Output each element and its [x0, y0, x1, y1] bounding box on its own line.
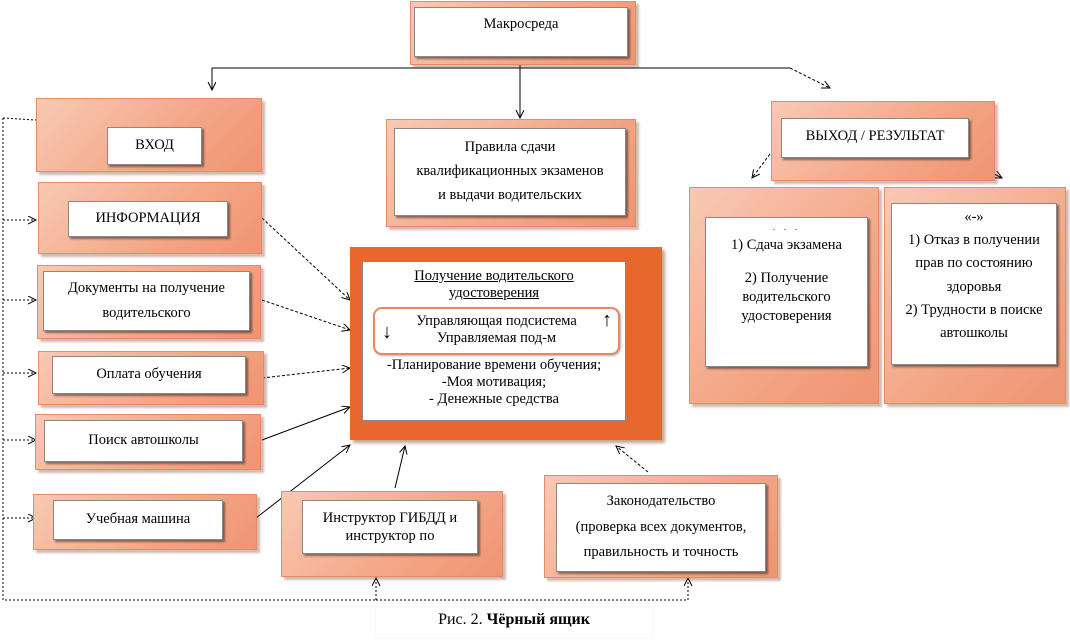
docs-line-2: водительского [102, 305, 191, 321]
center-title-line-1: Получение водительского [414, 268, 574, 284]
docs-line-1: Документы на получение [68, 279, 225, 296]
rules-line-3: и выдачи водительских [438, 186, 582, 203]
arrow-down-icon: ↓ [382, 321, 392, 344]
search-inner: Поиск автошколы [44, 420, 243, 462]
search-label: Поиск автошколы [88, 432, 199, 449]
macro-label: Макросреда [483, 16, 559, 32]
law-line-2: (проверка всех документов, [575, 518, 747, 535]
info-label: ИНФОРМАЦИЯ [95, 210, 201, 227]
info-inner: ИНФОРМАЦИЯ [68, 201, 228, 237]
law-line-3: правильность и точность [583, 544, 739, 561]
input-label: ВХОД [135, 137, 174, 154]
law-line-1: Законодательство [606, 493, 716, 510]
law-inner: Законодательство (проверка всех документ… [556, 483, 766, 572]
negative-item: 1) Отказ в получении [908, 232, 1040, 249]
center-list-item: -Планирование времени обучения; [386, 357, 602, 374]
car-label: Учебная машина [85, 511, 191, 528]
rules-inner: Правила сдачи квалификационных экзаменов… [394, 128, 626, 216]
rules-line-2: квалификационных экзаменов [416, 163, 604, 180]
negative-item: 2) Трудности в поиске [905, 301, 1043, 318]
center-list: -Планирование времени обучения; -Моя мот… [363, 357, 625, 407]
caption-title: Чёрный ящик [486, 611, 590, 628]
negative-item: здоровья [946, 278, 1002, 295]
rules-line-1: Правила сдачи [464, 139, 556, 156]
docs-inner: Документы на получение водительского [43, 271, 250, 331]
center-list-item: - Денежные средства [429, 390, 559, 407]
positive-item: 1) Сдача экзамена [730, 237, 842, 253]
center-title-line-2: удостоверения [448, 284, 540, 301]
figure-caption: Рис. 2. Чёрный ящик [376, 601, 652, 638]
positive-item: водительского [742, 288, 831, 305]
payment-label: Оплата обучения [96, 366, 202, 383]
instructor-inner: Инструктор ГИБДД и инструктор по [302, 500, 478, 554]
positive-item: 2) Получение [744, 269, 829, 286]
positive-inner: . . . 1) Сдача экзамена 2) Получение вод… [705, 217, 868, 367]
caption-prefix: Рис. 2. [438, 611, 487, 628]
negative-item: прав по состоянию [915, 255, 1033, 272]
negative-item: автошколы [940, 324, 1008, 341]
center-inner: Получение водительского удостоверения ↓ … [362, 261, 626, 421]
feedback-bus [2, 118, 376, 601]
positive-item: удостоверения [741, 307, 832, 324]
arrow-to-output [789, 67, 830, 88]
subsystem-box: ↓ ↑ Управляющая подсистема Управляемая п… [373, 307, 620, 356]
instructor-line-1: Инструктор ГИБДД и [322, 509, 458, 526]
output-label: ВЫХОД / РЕЗУЛЬТАТ [805, 128, 945, 144]
input-inner: ВХОД [107, 127, 202, 165]
arrow-up-icon: ↑ [602, 309, 612, 332]
payment-inner: Оплата обучения [52, 356, 246, 394]
subsystem-line-2: Управляемая под-м [436, 330, 557, 347]
instructor-line-2: инструктор по [345, 528, 435, 544]
output-inner: ВЫХОД / РЕЗУЛЬТАТ [781, 118, 969, 158]
center-title: Получение водительского удостоверения [363, 268, 625, 301]
car-inner: Учебная машина [53, 500, 223, 540]
positive-dots: . . . [772, 222, 801, 233]
negative-inner: «-» 1) Отказ в получении прав по состоян… [891, 203, 1057, 365]
center-list-item: -Моя мотивация; [441, 374, 547, 391]
subsystem-line-1: Управляющая подсистема [416, 313, 577, 330]
negative-sign: «-» [964, 209, 984, 225]
macro-inner: Макросреда [414, 7, 628, 57]
